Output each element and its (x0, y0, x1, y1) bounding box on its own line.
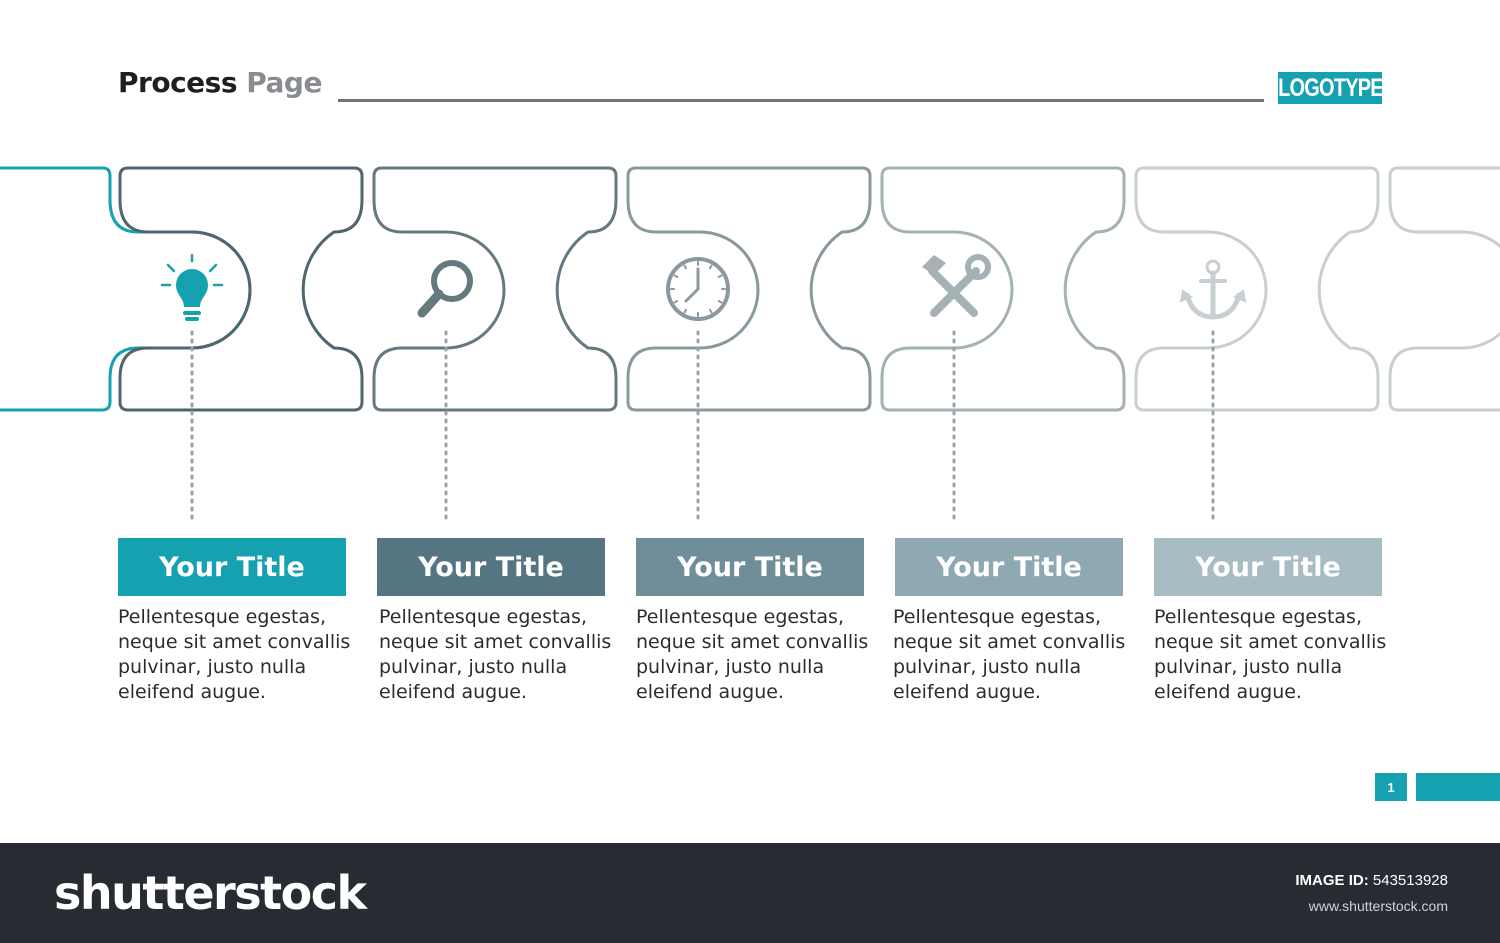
page-title-accent: Page (246, 66, 322, 99)
watermark-url: www.shutterstock.com (1308, 898, 1448, 914)
magnifier-icon (417, 260, 473, 318)
puzzle-piece-6 (1388, 166, 1500, 412)
puzzle-piece-5 (1134, 166, 1380, 412)
puzzle-piece-2 (372, 166, 618, 412)
logo: LOGOTYPE (1277, 72, 1384, 104)
image-id-label: IMAGE ID: (1295, 872, 1369, 889)
page-title: Process Page (118, 66, 322, 99)
step-description-2: Pellentesque egestas, neque sit amet con… (379, 606, 612, 703)
step-description-1: Pellentesque egestas, neque sit amet con… (118, 606, 351, 703)
watermark-banner (0, 843, 1500, 943)
header-divider (338, 99, 1264, 102)
step-title-4: Your Title (895, 538, 1123, 596)
puzzle-piece-4 (880, 166, 1126, 412)
lightbulb-icon (160, 253, 224, 321)
puzzle-process-diagram (0, 166, 1500, 524)
step-title-5: Your Title (1154, 538, 1382, 596)
page-bar (1416, 773, 1500, 801)
image-id-value: 543513928 (1372, 872, 1448, 889)
step-title-3: Your Title (636, 538, 864, 596)
puzzle-piece-1 (118, 166, 364, 412)
logo-text: LOGOTYPE (1277, 73, 1384, 102)
puzzle-piece-3 (626, 166, 872, 412)
step-description-4: Pellentesque egestas, neque sit amet con… (893, 606, 1126, 703)
page-number: 1 (1375, 773, 1407, 801)
image-id: IMAGE ID: 543513928 (1295, 872, 1448, 889)
page-title-main: Process (118, 66, 238, 99)
anchor-icon (1179, 259, 1247, 320)
step-description-5: Pellentesque egestas, neque sit amet con… (1154, 606, 1387, 703)
leading-connector (0, 166, 252, 412)
step-title-1: Your Title (118, 538, 346, 596)
step-title-2: Your Title (377, 538, 605, 596)
tools-icon (922, 254, 991, 317)
watermark-brand: shutterstock (54, 866, 367, 920)
clock-icon (666, 257, 730, 321)
step-description-3: Pellentesque egestas, neque sit amet con… (636, 606, 869, 703)
